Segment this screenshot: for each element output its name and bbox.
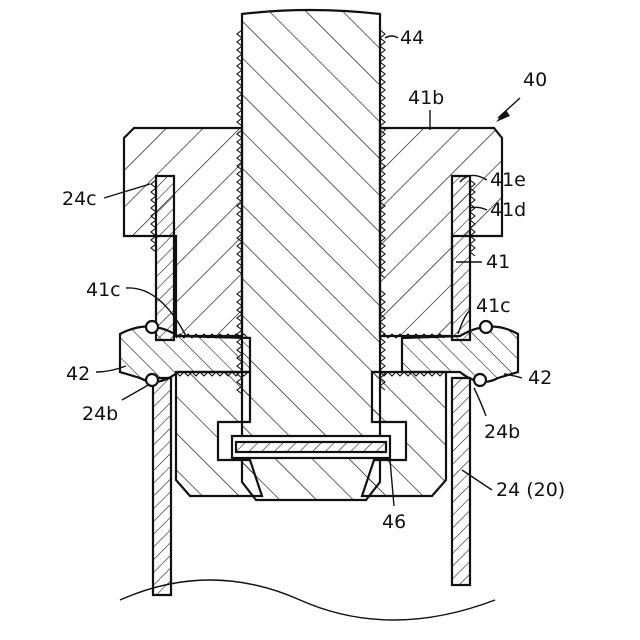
label-24b-left: 24b — [82, 403, 118, 425]
label-40: 40 — [523, 69, 547, 91]
label-24-20: 24 (20) — [496, 479, 565, 501]
label-41e: 41e — [490, 169, 526, 191]
break-line — [120, 580, 495, 620]
label-24c: 24c — [62, 188, 97, 210]
label-42-left: 42 — [66, 363, 90, 385]
assembly-arrow-icon — [496, 110, 510, 122]
label-24b-right: 24b — [484, 421, 520, 443]
label-46: 46 — [382, 511, 406, 533]
clip — [232, 436, 390, 458]
label-41: 41 — [486, 251, 510, 273]
label-44: 44 — [400, 27, 424, 49]
shaft — [242, 10, 380, 500]
label-42-right: 42 — [528, 367, 552, 389]
label-41b: 41b — [408, 87, 444, 109]
label-41d: 41d — [490, 199, 526, 221]
label-41c-left: 41c — [86, 279, 121, 301]
label-41c-right: 41c — [476, 295, 511, 317]
